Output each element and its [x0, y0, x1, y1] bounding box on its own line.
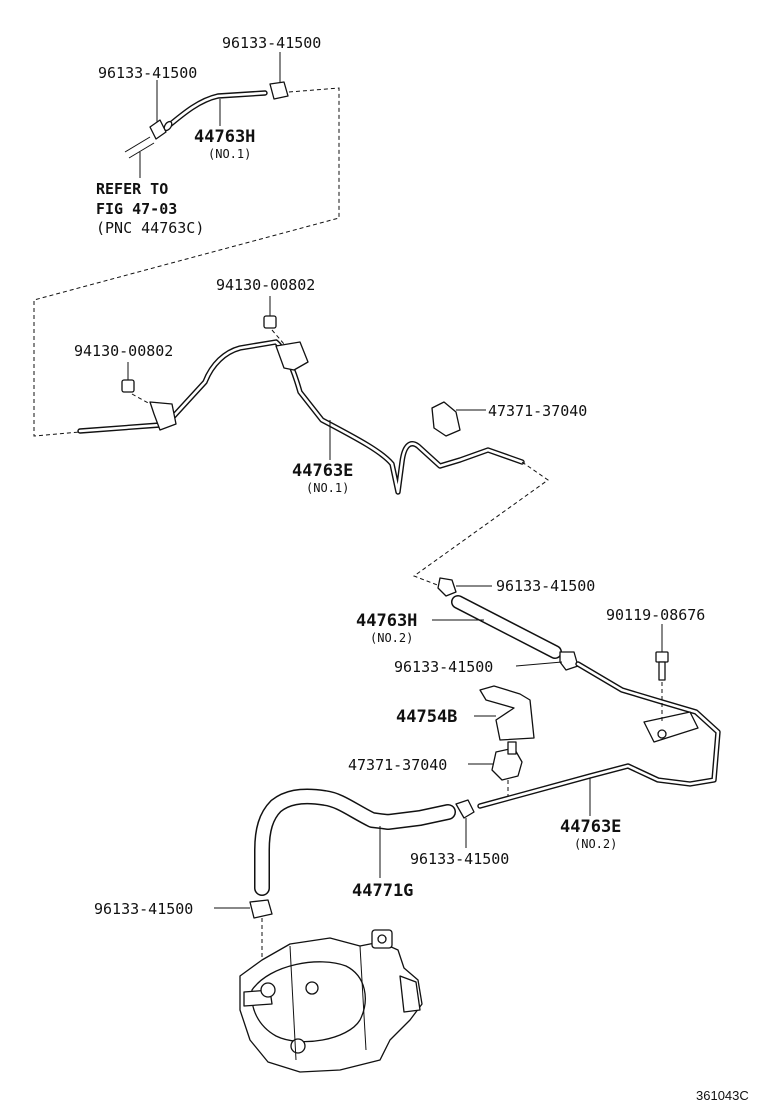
- label-clamp-top-left: 96133-41500: [98, 64, 197, 82]
- label-clamp-bottom: 96133-41500: [94, 900, 193, 918]
- pipe-clip-upper: [275, 341, 309, 371]
- diagram-code: 361043C: [696, 1088, 749, 1103]
- label-clamp-bracket-lower: 47371-37040: [348, 756, 447, 774]
- label-clamp-low-mid: 96133-41500: [410, 850, 509, 868]
- clamp-top-left: [149, 119, 167, 140]
- label-refer-line3: (PNC 44763C): [96, 219, 204, 237]
- clamp-bracket-lower: [491, 747, 523, 781]
- nut-left: [121, 379, 135, 393]
- pipe-no1-assembly: [77, 296, 549, 587]
- label-nut-left: 94130-00802: [74, 342, 173, 360]
- label-clamp-top-right: 96133-41500: [222, 34, 321, 52]
- bracket-44754b: [479, 685, 535, 741]
- label-hose-no2: 44763H: [356, 611, 417, 631]
- clamp-top-right: [269, 81, 289, 100]
- clamp-bracket-upper: [431, 401, 461, 437]
- label-hose-no1-sub: (NO.1): [208, 147, 251, 161]
- label-clamp-mid-lower: 96133-41500: [394, 658, 493, 676]
- label-bracket: 44754B: [396, 707, 457, 727]
- hose-no1-assembly: [33, 52, 340, 437]
- pipe-no2-assembly: [432, 577, 721, 848]
- clamp-bottom: [249, 899, 273, 919]
- part-labels: 96133-41500 96133-41500 44763H (NO.1) RE…: [74, 34, 749, 1103]
- clamp-mid-lower: [559, 651, 579, 671]
- label-nut-upper: 94130-00802: [216, 276, 315, 294]
- bolt-90119: [655, 651, 669, 724]
- label-pipe-no1-sub: (NO.1): [306, 481, 349, 495]
- label-pipe-no2-sub: (NO.2): [574, 837, 617, 851]
- vacuum-pump: [239, 929, 423, 1073]
- hose-44771g-assembly: [214, 788, 456, 972]
- nut-upper: [263, 315, 277, 329]
- label-clamp-mid-upper: 96133-41500: [496, 577, 595, 595]
- pipe-mount-plate: [643, 711, 699, 743]
- clamp-low-mid: [455, 799, 475, 819]
- label-hose-no2-sub: (NO.2): [370, 631, 413, 645]
- label-pipe-no2: 44763E: [560, 817, 621, 837]
- label-pipe-no1: 44763E: [292, 461, 353, 481]
- label-hose-no1: 44763H: [194, 127, 255, 147]
- clamp-mid-upper: [437, 577, 457, 597]
- label-hose-bottom: 44771G: [352, 881, 413, 901]
- label-refer-line2: FIG 47-03: [96, 200, 177, 218]
- label-refer-line1: REFER TO: [96, 180, 168, 198]
- label-bolt: 90119-08676: [606, 606, 705, 624]
- label-clamp-bracket-upper: 47371-37040: [488, 402, 587, 420]
- pipe-clip-left: [149, 401, 177, 431]
